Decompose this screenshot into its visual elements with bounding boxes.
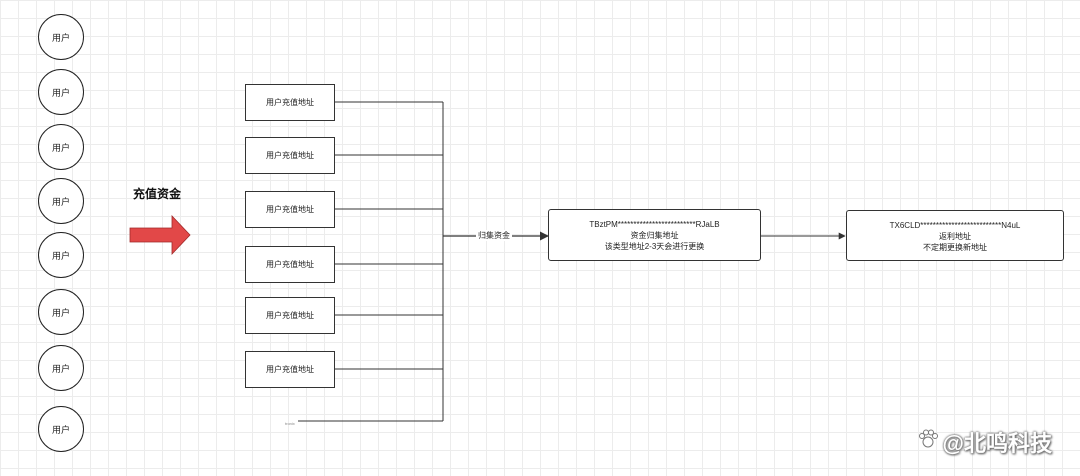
user-node-3: 用户 [38,124,84,170]
paw-icon [917,428,939,456]
user-node-2: 用户 [38,69,84,115]
charge-arrow-icon [129,214,191,256]
rebate-address: TX6CLD**************************N4uL [889,221,1021,230]
deposit-address-box-1: 用户充值地址 [245,84,335,121]
rebate-title: 返利地址 [939,232,971,241]
user-node-6: 用户 [38,289,84,335]
tiny-label: tronix [285,421,295,426]
user-node-1: 用户 [38,14,84,60]
collection-note: 该类型地址2-3天会进行更换 [604,241,705,251]
deposit-address-box-4: 用户充值地址 [245,246,335,283]
rebate-note: 不定期更换新地址 [923,243,987,252]
collect-funds-label: 归集资金 [476,230,512,241]
charge-funds-label: 充值资金 [133,187,182,201]
rebate-address-box: TX6CLD**************************N4uL 返利地… [846,210,1064,261]
user-node-5: 用户 [38,232,84,278]
watermark-text: @北鸣科技 [942,431,1052,456]
collection-title: 资金归集地址 [630,230,679,240]
deposit-address-box-3: 用户充值地址 [245,191,335,228]
deposit-address-box-6: 用户充值地址 [245,351,335,388]
user-node-8: 用户 [38,406,84,452]
collection-address-box: TBztPM*************************RJaLB 资金归… [548,209,761,261]
deposit-address-box-5: 用户充值地址 [245,297,335,334]
deposit-address-box-2: 用户充值地址 [245,137,335,174]
user-node-7: 用户 [38,345,84,391]
user-node-4: 用户 [38,178,84,224]
collection-address: TBztPM*************************RJaLB [589,219,720,229]
watermark: @北鸣科技 [917,426,1052,458]
